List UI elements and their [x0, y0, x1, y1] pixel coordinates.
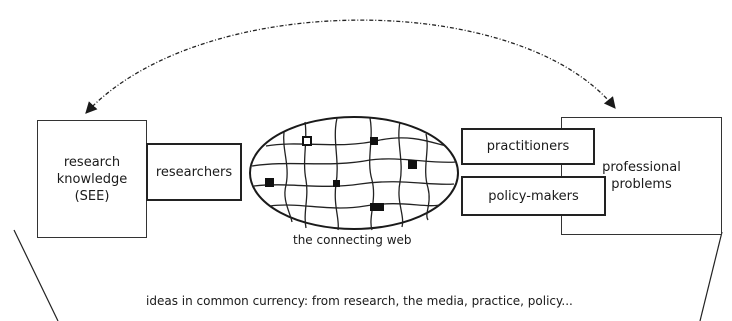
bowl-left-line: [13, 229, 59, 321]
feedback-arc-arrow: [85, 19, 616, 114]
policy-makers-box: policy-makers: [461, 176, 606, 216]
practitioners-box: practitioners: [461, 128, 595, 165]
connecting-web-label: the connecting web: [293, 233, 412, 247]
research-knowledge-box: research knowledge (SEE): [37, 120, 147, 238]
policy-makers-label: policy-makers: [488, 188, 579, 204]
research-knowledge-label: research knowledge (SEE): [56, 154, 128, 204]
researchers-label: researchers: [155, 164, 233, 180]
common-currency-label: ideas in common currency: from research,…: [146, 294, 573, 308]
bowl-right-line: [699, 231, 723, 321]
professional-problems-label: professional problems: [602, 160, 681, 192]
researchers-box: researchers: [146, 143, 242, 201]
connecting-web-globe: [249, 116, 459, 231]
practitioners-label: practitioners: [486, 139, 570, 154]
